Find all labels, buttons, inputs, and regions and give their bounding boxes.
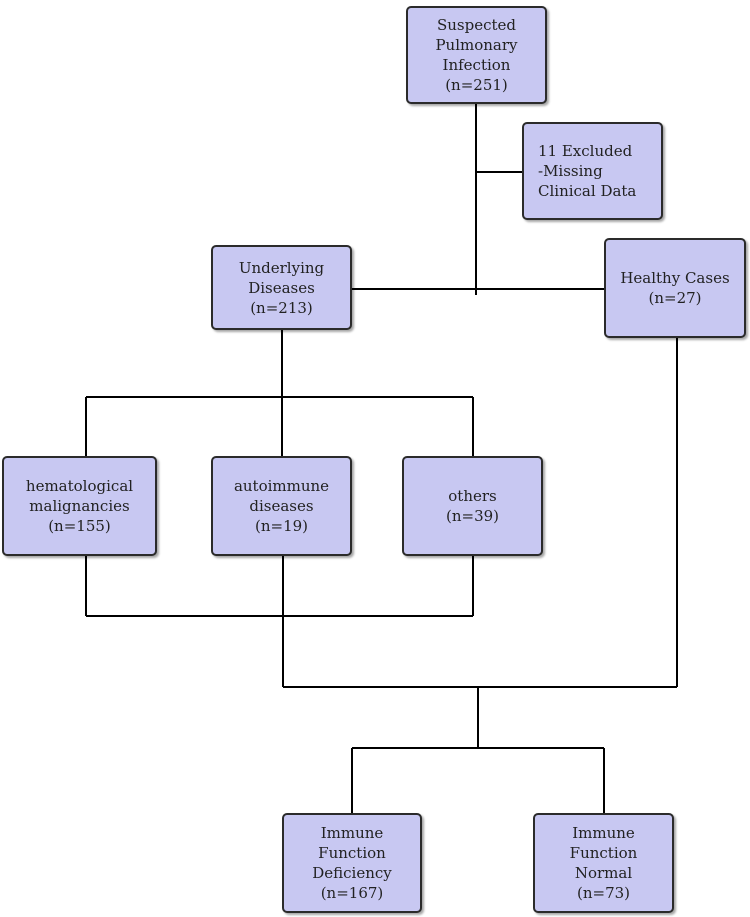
node-label-line: Infection [442,56,511,74]
node-label-line: Function [318,844,386,862]
node-label-line: Healthy Cases [620,269,730,287]
node-label-line: hematological [25,477,134,495]
node-label-line: (n=155) [48,517,111,535]
node-label-line: (n=73) [576,884,631,902]
node-label-line: Pulmonary [435,36,518,54]
node-label-line: malignancies [29,497,130,515]
node-label-line: Normal [574,864,633,882]
node-autoimmune-diseases: autoimmune diseases (n=19) [211,456,352,556]
node-label-line: diseases [249,497,314,515]
node-label-line: autoimmune [233,477,330,495]
node-immune-function-normal: Immune Function Normal (n=73) [533,813,674,913]
node-label-line: 11 Excluded [538,142,633,160]
node-label-line: Clinical Data [538,182,637,200]
node-immune-function-deficiency: Immune Function Deficiency (n=167) [282,813,422,913]
node-label-line: Deficiency [312,864,392,882]
node-label-line: Immune [572,824,635,842]
node-others: others (n=39) [402,456,543,556]
node-excluded: 11 Excluded -Missing Clinical Data [522,122,663,220]
node-suspected-pulmonary-infection: Suspected Pulmonary Infection (n=251) [406,6,547,104]
node-label-line: Diseases [248,278,315,297]
node-label-line: (n=213) [250,298,313,317]
node-underlying-diseases: Underlying Diseases (n=213) [211,245,352,330]
node-label-line: others [448,487,497,505]
node-label-line: (n=27) [648,289,702,307]
node-hematological-malignancies: hematological malignancies (n=155) [2,456,157,556]
node-label-line: Function [569,844,638,862]
node-label-line: -Missing [538,162,603,180]
node-label-line: (n=19) [254,517,309,535]
node-label-line: (n=39) [445,507,500,525]
node-label-line: (n=167) [320,884,384,902]
node-label-line: Immune [320,824,384,842]
node-healthy-cases: Healthy Cases (n=27) [604,238,746,338]
node-label-line: Underlying [238,258,325,277]
node-label-line: Suspected [436,16,517,34]
node-label-line: (n=251) [445,76,508,94]
